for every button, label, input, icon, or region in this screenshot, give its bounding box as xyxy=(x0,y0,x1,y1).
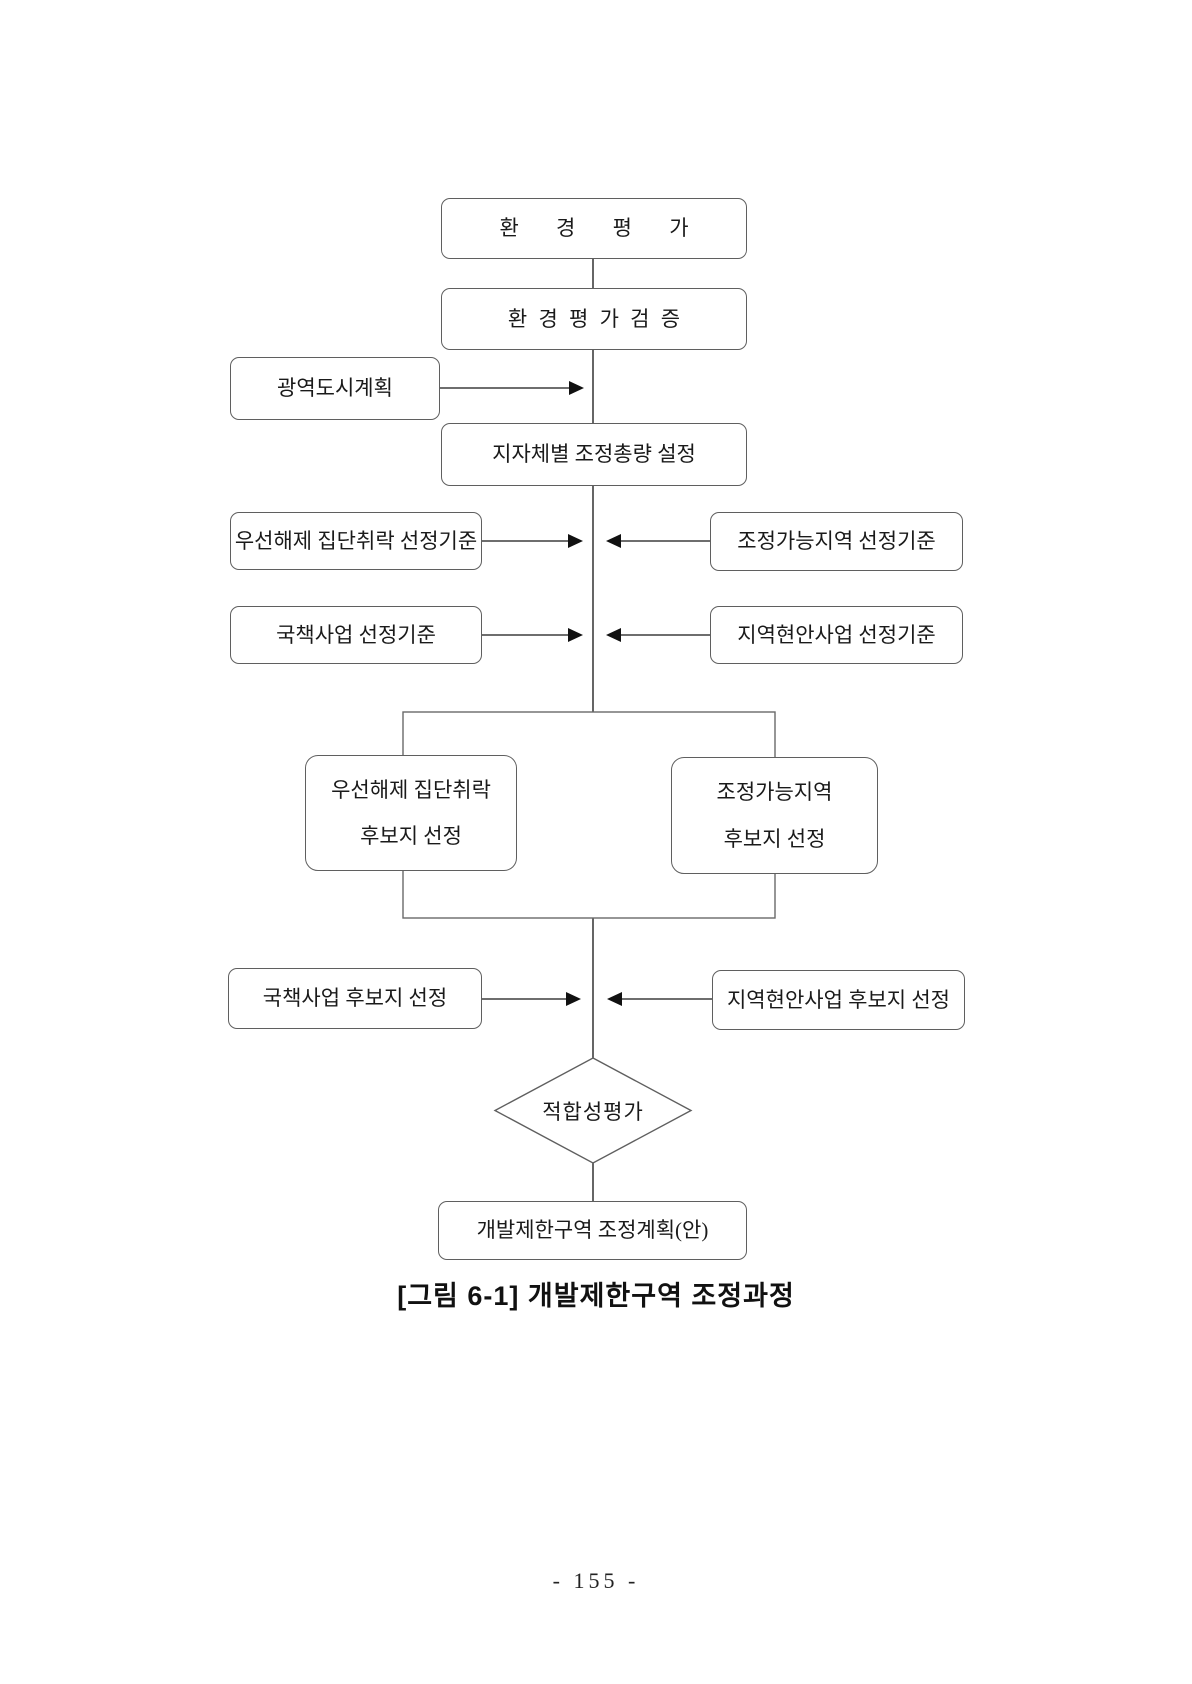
node-suitability-evaluation: 적합성평가 xyxy=(542,1099,644,1124)
node-adjustable-area-criteria: 조정가능지역 선정기준 xyxy=(710,512,963,571)
arrowhead-priority-criteria xyxy=(568,534,583,548)
node-national-project-criteria: 국책사업 선정기준 xyxy=(230,606,482,664)
node-label-line: 후보지 선정 xyxy=(723,826,826,851)
arrowhead-regional-candidate xyxy=(607,992,622,1006)
node-environment-evaluation: 환 경 평 가 xyxy=(441,198,747,259)
node-adjustable-area-candidate-selection: 조정가능지역 후보지 선정 xyxy=(671,757,878,874)
node-label-line: 우선해제 집단취락 xyxy=(331,777,491,802)
arrowhead-adjustable-criteria xyxy=(606,534,621,548)
arrowhead-regional-criteria xyxy=(606,628,621,642)
node-greenbelt-adjustment-plan: 개발제한구역 조정계획(안) xyxy=(438,1201,747,1260)
node-local-adjustment-total: 지자체별 조정총량 설정 xyxy=(441,423,747,486)
arrowhead-national-criteria xyxy=(568,628,583,642)
suitability-diamond-shape xyxy=(493,1057,693,1164)
node-metropolitan-city-plan: 광역도시계획 xyxy=(230,357,440,420)
figure-caption: [그림 6-1] 개발제한구역 조정과정 xyxy=(397,1281,795,1311)
node-priority-release-candidate-selection: 우선해제 집단취락 후보지 선정 xyxy=(305,755,517,871)
node-regional-issue-candidate-selection: 지역현안사업 후보지 선정 xyxy=(712,970,965,1030)
node-label-line: 조정가능지역 xyxy=(716,780,833,805)
node-regional-issue-project-criteria: 지역현안사업 선정기준 xyxy=(710,606,963,664)
arrowhead-metroplan xyxy=(569,381,584,395)
page-number: - 155 - xyxy=(552,1568,640,1593)
node-label-line: 후보지 선정 xyxy=(360,824,462,848)
node-national-project-candidate-selection: 국책사업 후보지 선정 xyxy=(228,968,482,1029)
arrowhead-national-candidate xyxy=(566,992,581,1006)
node-environment-evaluation-verification: 환 경 평 가 검 증 xyxy=(441,288,747,350)
node-priority-release-settlement-criteria: 우선해제 집단취락 선정기준 xyxy=(230,512,482,570)
